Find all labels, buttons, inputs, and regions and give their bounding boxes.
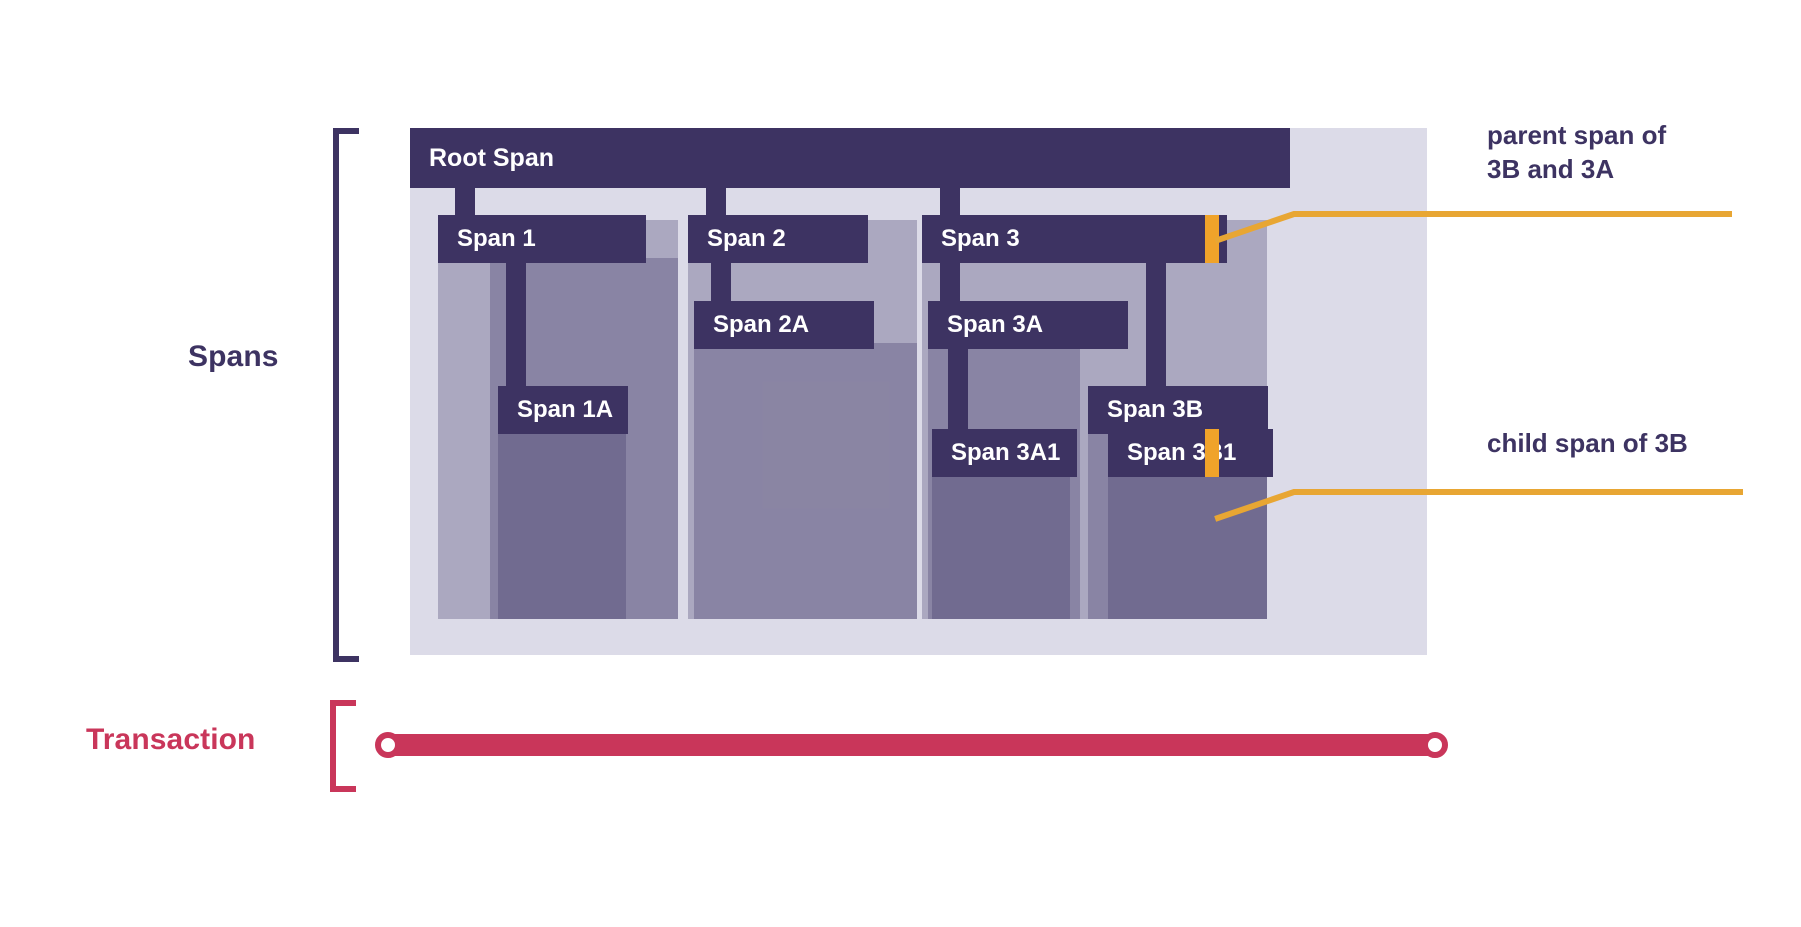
span-bar-root[interactable]: Root Span: [410, 128, 1290, 188]
span-1a-inner-fill: [498, 428, 626, 619]
span-bar-span-2a[interactable]: Span 2A: [694, 301, 874, 349]
span-bar-span-1a[interactable]: Span 1A: [498, 386, 628, 434]
transaction-end-marker: [1422, 732, 1448, 758]
span-bar-span-3a[interactable]: Span 3A: [928, 301, 1128, 349]
span-3b1-inner-fill: [1108, 473, 1267, 619]
span-bar-span-1[interactable]: Span 1: [438, 215, 646, 263]
connector-span3-to-span3b: [1146, 250, 1166, 407]
highlight-marker-parent-span: [1205, 215, 1219, 263]
transaction-start-marker: [375, 732, 401, 758]
span-bar-span-3b1[interactable]: Span 3B1: [1108, 429, 1273, 477]
transaction-bar[interactable]: [392, 734, 1437, 756]
callout-child-span-label: child span of 3B: [1487, 428, 1688, 458]
spans-bracket: [333, 128, 359, 662]
span-label-span-2: Span 2: [707, 225, 786, 252]
span-label-span-3b1: Span 3B1: [1127, 439, 1237, 466]
span-bar-span-3a1[interactable]: Span 3A1: [932, 429, 1077, 477]
span-label-span-1: Span 1: [457, 225, 536, 252]
connector-span1-to-span1a: [506, 250, 526, 406]
callout-parent-span-label: parent span of 3B and 3A: [1487, 120, 1667, 185]
spans-waterfall: Root Span Span 1 Span 2 Span 3 Span 2A S…: [410, 128, 1427, 655]
span-3a1-inner-fill: [932, 473, 1070, 619]
span-label-span-3b: Span 3B: [1107, 396, 1204, 423]
span-label-span-3a1: Span 3A1: [951, 439, 1061, 466]
span-label-span-1a: Span 1A: [517, 396, 614, 423]
span-bar-span-2[interactable]: Span 2: [688, 215, 868, 263]
span-bar-span-3[interactable]: Span 3: [922, 215, 1227, 263]
span-label-span-3a: Span 3A: [947, 311, 1044, 338]
connector-span3a-to-span3a1: [948, 335, 968, 460]
span-2a-inner-fill: [694, 343, 917, 619]
highlight-marker-child-span: [1205, 429, 1219, 477]
transaction-bracket: [330, 700, 356, 792]
transaction-group-label: Transaction: [86, 723, 256, 756]
spans-group-label: Spans: [188, 340, 279, 373]
span-bar-span-3b[interactable]: Span 3B: [1088, 386, 1268, 434]
span-label-span-3: Span 3: [941, 225, 1020, 252]
span-label-span-2a: Span 2A: [713, 311, 810, 338]
span-label-root: Root Span: [429, 143, 554, 172]
